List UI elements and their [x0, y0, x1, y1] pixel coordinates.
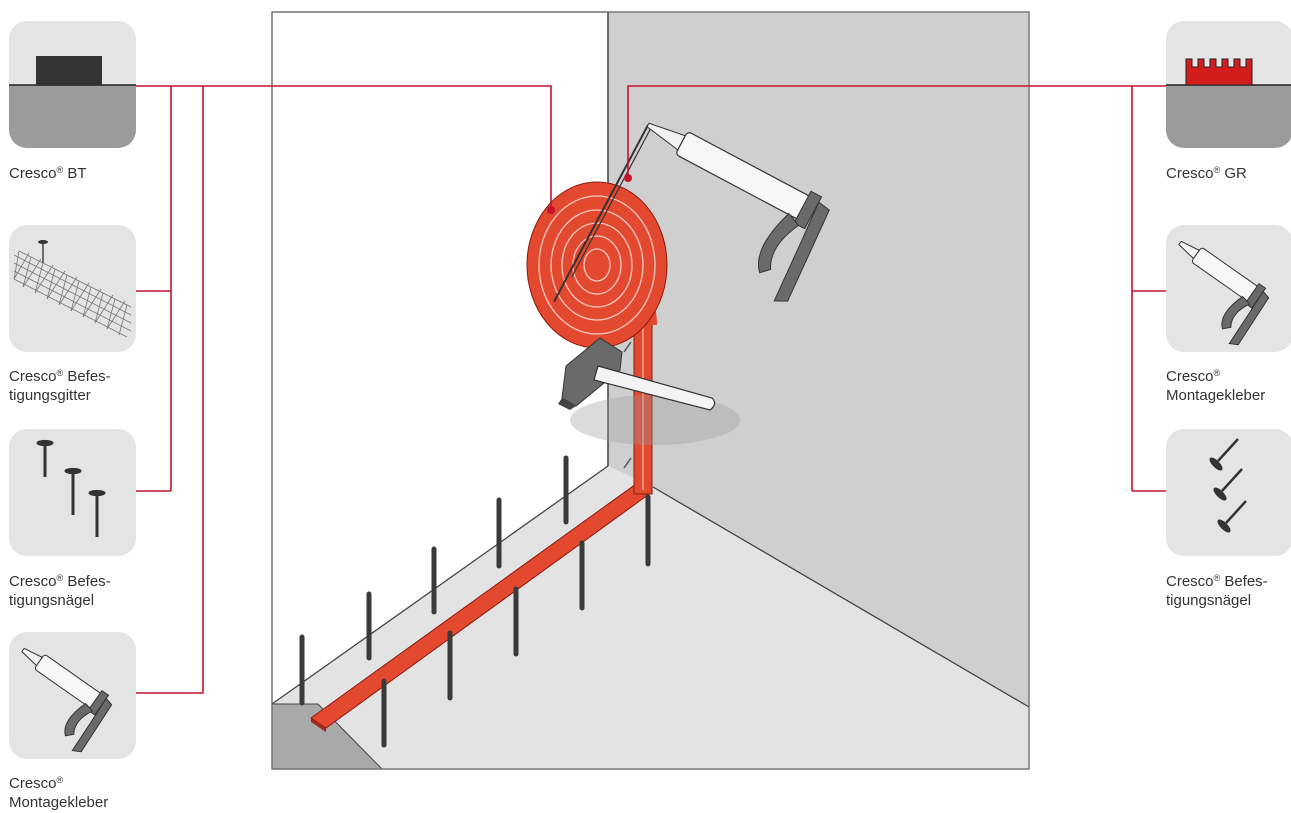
- rebar-rods: [299, 455, 569, 706]
- leader-lines: [136, 85, 1166, 694]
- hammer: [558, 337, 740, 445]
- caption-adhesive-right: Cresco® Montagekleber: [1166, 368, 1266, 404]
- floor-slab: [272, 466, 1029, 769]
- caption-nails-right: Cresco® Befes- tigungsnägel: [1166, 573, 1268, 609]
- caulking-gun: [553, 122, 830, 303]
- caption-mesh: Cresco® Befes- tigungsgitter: [9, 368, 111, 404]
- caulk-gun-icon: [1178, 240, 1270, 346]
- tape-roll: [526, 181, 668, 349]
- gr-strip-icon: [1166, 58, 1291, 148]
- product-tile-nails-right: [1166, 429, 1291, 556]
- caption-bt: Cresco® BT: [9, 165, 87, 182]
- back-wall: [608, 12, 1029, 707]
- product-tile-gr: [1166, 21, 1291, 148]
- nails-icon: [1209, 438, 1247, 533]
- installation-scene: [271, 11, 1030, 770]
- caption-adhesive: Cresco® Montagekleber: [9, 775, 109, 811]
- product-tile-mesh: [9, 225, 136, 352]
- caulk-gun-icon: [21, 647, 113, 753]
- caption-gr: Cresco® GR: [1166, 165, 1247, 182]
- product-tile-bt: [9, 21, 136, 148]
- product-tile-nails: [9, 429, 136, 556]
- product-tile-adhesive-right: [1166, 225, 1291, 352]
- mesh-icon: [13, 240, 132, 338]
- bt-block-icon: [9, 56, 136, 148]
- caption-nails: Cresco® Befes- tigungsnägel: [9, 573, 111, 609]
- nails-icon: [36, 439, 106, 537]
- product-tile-adhesive: [9, 632, 136, 759]
